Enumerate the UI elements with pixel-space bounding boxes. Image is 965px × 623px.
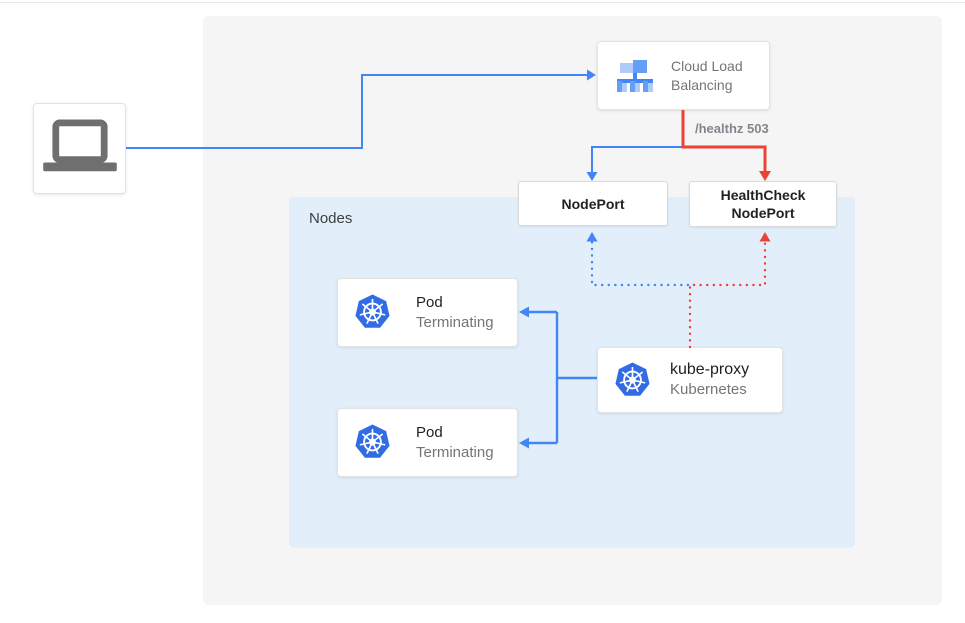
pod-terminating-node-1: Pod Terminating: [337, 278, 518, 347]
cloud-load-balancing-label: Cloud Load Balancing: [671, 57, 743, 93]
pod-title: Pod: [416, 293, 443, 311]
nodeport-label: NodePort: [561, 195, 625, 212]
load-balancer-icon: [614, 59, 654, 92]
kube-proxy-subtitle: Kubernetes: [670, 381, 747, 398]
healthz-503-label: /healthz 503: [695, 121, 769, 136]
kubernetes-icon: [353, 423, 393, 462]
cloud-load-balancing-node: Cloud Load Balancing: [597, 41, 770, 110]
laptop-icon: [41, 118, 119, 179]
kube-proxy-title: kube-proxy: [670, 361, 750, 378]
nodes-label: Nodes: [309, 210, 353, 227]
healthcheck-nodeport-label-line1: HealthCheck: [720, 187, 806, 203]
pod-title: Pod: [416, 423, 443, 441]
pod-status: Terminating: [416, 313, 494, 331]
pod-status: Terminating: [416, 443, 494, 461]
top-divider: [0, 2, 965, 3]
pod-terminating-node-2: Pod Terminating: [337, 408, 518, 477]
client-node: [33, 103, 126, 194]
kube-proxy-node: kube-proxy Kubernetes: [597, 347, 783, 413]
kubernetes-icon: [353, 293, 393, 332]
nodeport-node: NodePort: [518, 181, 668, 226]
kubernetes-icon: [613, 361, 653, 400]
healthcheck-nodeport-label-line2: NodePort: [731, 205, 795, 221]
healthcheck-nodeport-node: HealthCheck NodePort: [689, 181, 837, 227]
